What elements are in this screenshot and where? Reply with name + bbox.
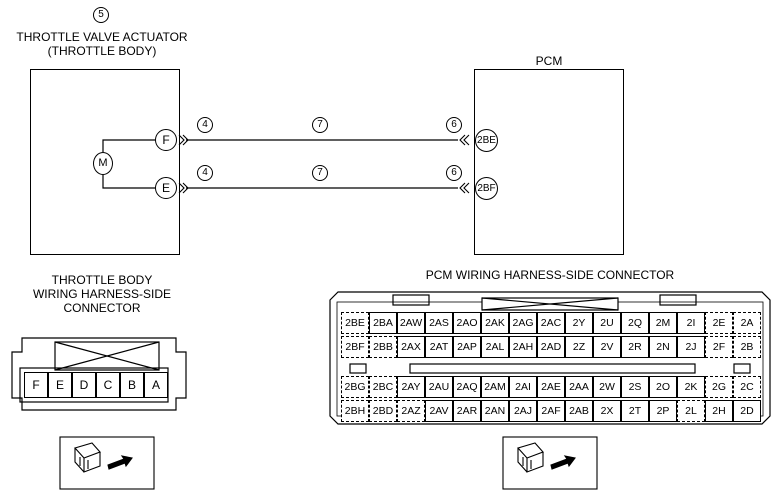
- pcm-terminal-2aq: 2AQ: [453, 376, 481, 398]
- throttle-terminal-c: C: [96, 372, 120, 398]
- throttle-terminal-b: B: [120, 372, 144, 398]
- throttle-connector-outline: [11, 337, 187, 411]
- pcm-terminal-2c: 2C: [733, 376, 761, 398]
- throttle-connector-title-line3: CONNECTOR: [63, 301, 141, 315]
- pcm-terminal-2j: 2J: [677, 336, 705, 358]
- pcm-terminal-2an: 2AN: [481, 400, 509, 422]
- connector-view-icon: [59, 436, 155, 490]
- throttle-terminal-d: D: [72, 372, 96, 398]
- pcm-terminal-2e: 2E: [705, 312, 733, 334]
- pcm-terminal-2ab: 2AB: [565, 400, 593, 422]
- pcm-terminal-2m: 2M: [649, 312, 677, 334]
- pcm-terminal-2ak: 2AK: [481, 312, 509, 334]
- wire-marker-left: 4: [197, 117, 213, 133]
- wire-marker-middle: 7: [312, 117, 328, 133]
- throttle-connector-title-line1: THROTTLE BODY: [51, 273, 153, 287]
- pcm-terminal-2a: 2A: [733, 312, 761, 334]
- pcm-terminal-2ay: 2AY: [397, 376, 425, 398]
- pcm-terminal-2ba: 2BA: [369, 312, 397, 334]
- pcm-terminal-2n: 2N: [649, 336, 677, 358]
- motor-symbol: M: [93, 152, 113, 175]
- chevrons-actuator-side: [178, 134, 189, 194]
- pcm-terminal-2v: 2V: [593, 336, 621, 358]
- pcm-terminal-2ax: 2AX: [397, 336, 425, 358]
- throttle-connector-title-line2: WIRING HARNESS-SIDE: [32, 287, 171, 301]
- pcm-terminal-2f: 2F: [705, 336, 733, 358]
- pcm-terminal-2al: 2AL: [481, 336, 509, 358]
- pcm-title: PCM: [535, 54, 563, 68]
- pcm-terminal-2am: 2AM: [481, 376, 509, 398]
- pcm-pin-2be: 2BE: [475, 129, 498, 152]
- pcm-terminal-2bg: 2BG: [341, 376, 369, 398]
- pcm-terminal-2t: 2T: [621, 400, 649, 422]
- pcm-connector-title: PCM WIRING HARNESS-SIDE CONNECTOR: [425, 268, 675, 282]
- pcm-pin-2bf: 2BF: [475, 177, 498, 200]
- throttle-terminal-e: E: [48, 372, 72, 398]
- pcm-terminal-2af: 2AF: [537, 400, 565, 422]
- pcm-terminal-2bc: 2BC: [369, 376, 397, 398]
- pcm-terminal-2au: 2AU: [425, 376, 453, 398]
- pcm-terminal-2p: 2P: [649, 400, 677, 422]
- pcm-terminal-2at: 2AT: [425, 336, 453, 358]
- wire-marker-right: 6: [446, 117, 462, 133]
- pcm-terminal-2aj: 2AJ: [509, 400, 537, 422]
- pcm-terminal-2ap: 2AP: [453, 336, 481, 358]
- wire-marker-left: 4: [197, 165, 213, 181]
- pcm-terminal-2k: 2K: [677, 376, 705, 398]
- pcm-terminal-2bb: 2BB: [369, 336, 397, 358]
- pcm-terminal-2as: 2AS: [425, 312, 453, 334]
- pcm-terminal-2ag: 2AG: [509, 312, 537, 334]
- pcm-box: [474, 69, 624, 255]
- pcm-terminal-2o: 2O: [649, 376, 677, 398]
- pcm-terminal-2w: 2W: [593, 376, 621, 398]
- pcm-terminal-2bh: 2BH: [341, 400, 369, 422]
- pcm-terminal-2av: 2AV: [425, 400, 453, 422]
- pcm-terminal-2bd: 2BD: [369, 400, 397, 422]
- actuator-pin-f: F: [155, 129, 177, 151]
- pcm-terminal-2bf: 2BF: [341, 336, 369, 358]
- actuator-reference-number: 5: [93, 7, 109, 23]
- pcm-terminal-2g: 2G: [705, 376, 733, 398]
- wire-marker-right: 6: [446, 165, 462, 181]
- pcm-terminal-2aa: 2AA: [565, 376, 593, 398]
- actuator-pin-e: E: [155, 177, 177, 199]
- pcm-terminal-2q: 2Q: [621, 312, 649, 334]
- pcm-terminal-2ah: 2AH: [509, 336, 537, 358]
- pcm-terminal-2ao: 2AO: [453, 312, 481, 334]
- harness-wires: [186, 139, 458, 189]
- actuator-title-line2: (THROTTLE BODY): [47, 44, 157, 58]
- pcm-terminal-2s: 2S: [621, 376, 649, 398]
- throttle-actuator-box: [30, 69, 180, 255]
- pcm-terminal-2ad: 2AD: [537, 336, 565, 358]
- pcm-terminal-2b: 2B: [733, 336, 761, 358]
- actuator-title-line1: THROTTLE VALVE ACTUATOR: [16, 30, 188, 44]
- pcm-terminal-2u: 2U: [593, 312, 621, 334]
- throttle-terminal-a: A: [144, 372, 168, 398]
- pcm-terminal-2l: 2L: [677, 400, 705, 422]
- pcm-terminal-2z: 2Z: [565, 336, 593, 358]
- chevrons-pcm-side: [459, 134, 470, 194]
- pcm-terminal-2ai: 2AI: [509, 376, 537, 398]
- pcm-terminal-2i: 2I: [677, 312, 705, 334]
- pcm-terminal-2az: 2AZ: [397, 400, 425, 422]
- pcm-terminal-2h: 2H: [705, 400, 733, 422]
- throttle-terminal-f: F: [24, 372, 48, 398]
- pcm-terminal-2y: 2Y: [565, 312, 593, 334]
- pcm-terminal-2d: 2D: [733, 400, 761, 422]
- pcm-terminal-2x: 2X: [593, 400, 621, 422]
- pcm-terminal-2aw: 2AW: [397, 312, 425, 334]
- motor-wiring: [102, 139, 155, 189]
- pcm-terminal-2ac: 2AC: [537, 312, 565, 334]
- pcm-terminal-2ar: 2AR: [453, 400, 481, 422]
- wire-marker-middle: 7: [312, 165, 328, 181]
- connector-view-icon: [502, 436, 598, 490]
- pcm-terminal-2ae: 2AE: [537, 376, 565, 398]
- pcm-terminal-2be: 2BE: [341, 312, 369, 334]
- pcm-terminal-2r: 2R: [621, 336, 649, 358]
- pcm-connector-outline: [329, 291, 771, 425]
